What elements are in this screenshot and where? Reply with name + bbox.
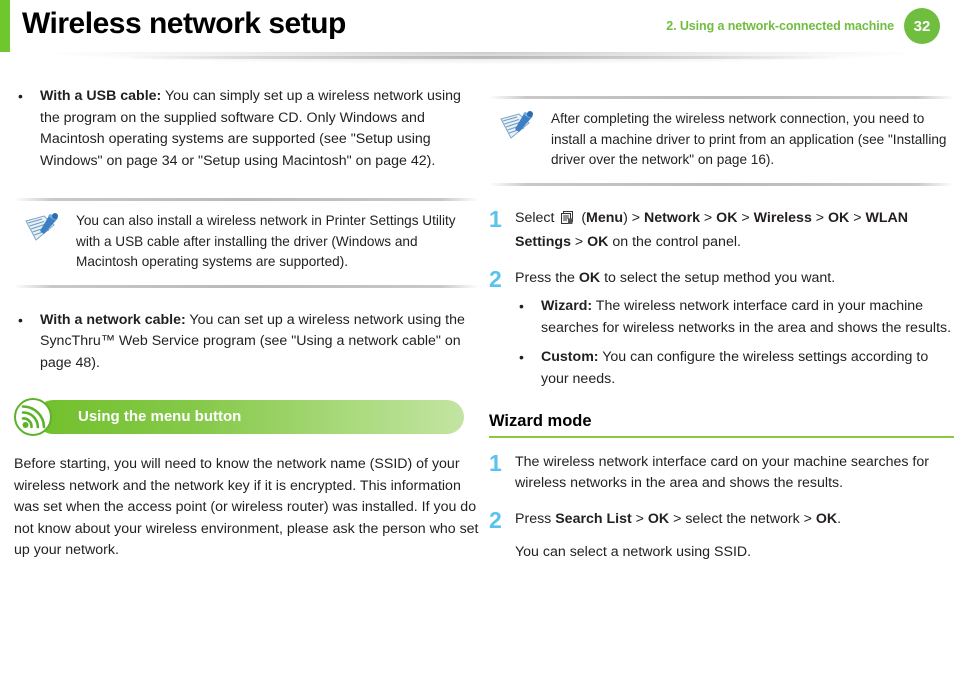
- header-accent-bar: [0, 0, 10, 52]
- step-number: 1: [489, 205, 502, 232]
- bullet-marker: •: [18, 88, 23, 104]
- section-banner-bar: [36, 400, 464, 434]
- note-content: You can also install a wireless network …: [14, 201, 479, 285]
- list-item: • With a network cable: You can set up a…: [14, 310, 479, 375]
- wireless-signal-icon: [14, 398, 52, 436]
- note-text: After completing the wireless network co…: [551, 111, 947, 167]
- note-box: You can also install a wireless network …: [14, 186, 479, 300]
- intro-paragraph: Before starting, you will need to know t…: [14, 456, 479, 558]
- numbered-step: 1 Select (Menu) > Network > OK > Wireles…: [489, 205, 954, 254]
- list-item-text: Custom: You can configure the wireless s…: [541, 347, 954, 390]
- list-item-text: Wizard: The wireless network interface c…: [541, 296, 954, 339]
- list-item-lead: Wizard:: [541, 298, 593, 314]
- step-sub-bullets: • Wizard: The wireless network interface…: [515, 296, 954, 390]
- bullet-marker: •: [519, 298, 524, 314]
- bullet-marker: •: [519, 349, 524, 365]
- list-item-lead: With a network cable:: [40, 311, 186, 328]
- page-title: Wireless network setup: [22, 7, 346, 40]
- step-text: Press Search List > OK > select the netw…: [515, 509, 954, 564]
- step-number: 2: [489, 265, 502, 292]
- sub-heading: Wizard mode: [489, 412, 592, 430]
- numbered-step: 2 Press Search List > OK > select the ne…: [489, 506, 954, 564]
- note-bottom-rule: [489, 182, 954, 186]
- list-item-text: With a network cable: You can set up a w…: [40, 310, 479, 375]
- header-shadow: [10, 52, 954, 68]
- header-chapter-info: 2. Using a network-connected machine 32: [666, 8, 940, 44]
- section-banner: Using the menu button: [14, 398, 464, 436]
- note-text: You can also install a wireless network …: [76, 213, 456, 269]
- list-item: • With a USB cable: You can simply set u…: [14, 86, 479, 172]
- bullet-marker: •: [18, 311, 23, 328]
- step-extra-note: You can select a network using SSID.: [515, 544, 752, 560]
- section-banner-label: Using the menu button: [78, 408, 242, 425]
- chapter-label: 2. Using a network-connected machine: [666, 19, 894, 33]
- page-header: Wireless network setup 2. Using a networ…: [0, 0, 954, 68]
- list-item-body: You can simply set up a wireless network…: [40, 88, 461, 169]
- note-content: After completing the wireless network co…: [489, 99, 954, 183]
- note-paper-pen-icon: [24, 212, 62, 244]
- step-number: 2: [489, 506, 502, 533]
- list-item-body: You can set up a wireless network using …: [40, 311, 465, 371]
- step-text: Press the OK to select the setup method …: [515, 268, 954, 399]
- right-column: After completing the wireless network co…: [489, 86, 954, 675]
- list-item: • Custom: You can configure the wireless…: [515, 347, 954, 390]
- step-text: Select (Menu) > Network > OK > Wireless …: [515, 209, 909, 251]
- note-bottom-rule: [14, 284, 479, 288]
- list-item-lead: With a USB cable:: [40, 88, 162, 104]
- note-box: After completing the wireless network co…: [489, 84, 954, 198]
- left-column: • With a USB cable: You can simply set u…: [14, 86, 479, 675]
- note-top-rule: [14, 198, 479, 201]
- list-item-text: With a USB cable: You can simply set up …: [40, 86, 479, 172]
- step-sentence: Press Search List > OK > select the netw…: [515, 510, 842, 527]
- step-number: 1: [489, 449, 502, 476]
- step-text: The wireless network interface card on y…: [515, 453, 929, 492]
- list-item-lead: Custom:: [541, 349, 599, 365]
- list-item-body: You can configure the wireless settings …: [541, 349, 929, 387]
- menu-icon: [560, 210, 575, 233]
- page-number-badge: 32: [904, 8, 940, 44]
- content-columns: • With a USB cable: You can simply set u…: [0, 86, 954, 675]
- numbered-step: 2 Press the OK to select the setup metho…: [489, 265, 954, 399]
- note-top-rule: [489, 96, 954, 99]
- list-item-body: The wireless network interface card in y…: [541, 298, 952, 336]
- step-sentence: Press the OK to select the setup method …: [515, 269, 836, 286]
- sub-heading-rule: [489, 436, 954, 438]
- note-paper-pen-icon: [499, 110, 537, 142]
- numbered-step: 1 The wireless network interface card on…: [489, 449, 954, 495]
- list-item: • Wizard: The wireless network interface…: [515, 296, 954, 339]
